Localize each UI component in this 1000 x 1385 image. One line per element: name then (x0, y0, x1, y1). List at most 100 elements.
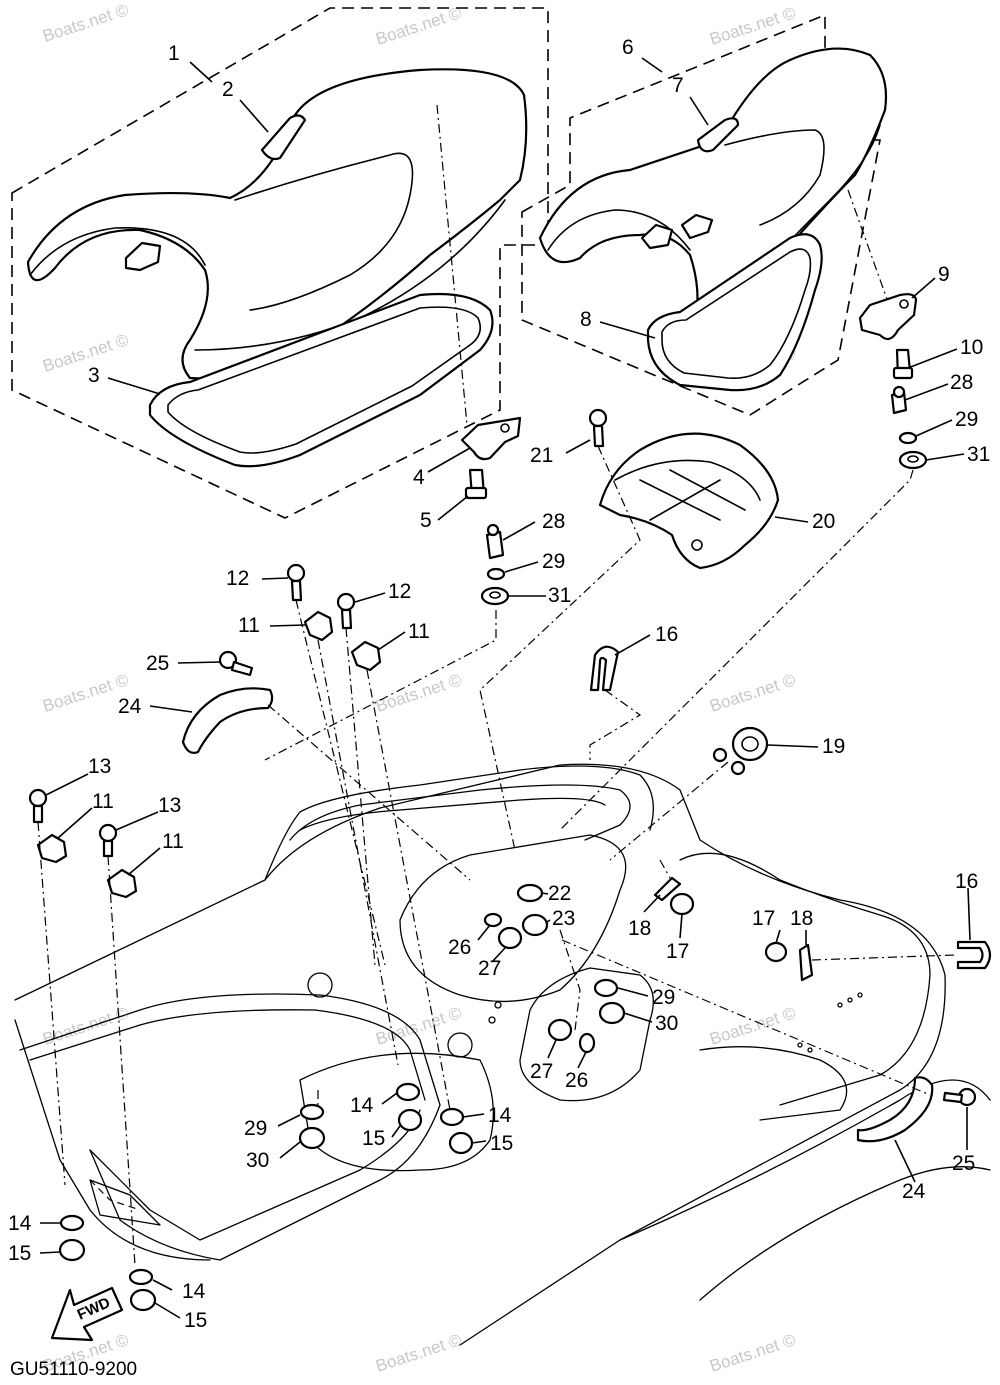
grommet (480, 586, 510, 606)
callout-30: 30 (246, 1149, 269, 1172)
callout-18: 18 (790, 907, 813, 930)
callout-3: 3 (88, 364, 100, 387)
forward-arrow-icon (50, 1286, 124, 1342)
callout-29: 29 (244, 1117, 267, 1140)
bolt (336, 592, 356, 612)
clip (36, 833, 68, 864)
callout-14: 14 (350, 1094, 374, 1117)
seat-tab (124, 241, 162, 272)
washer (516, 883, 544, 903)
callout-30: 30 (655, 1012, 678, 1035)
washer (128, 1268, 154, 1286)
callout-10: 10 (960, 336, 983, 359)
callout-12: 12 (226, 567, 249, 590)
u-bolt (956, 940, 992, 970)
cotter-pin (653, 876, 682, 902)
washer (299, 1103, 325, 1121)
clip (350, 640, 382, 672)
grab-handle (181, 687, 274, 754)
callout-21: 21 (530, 444, 553, 467)
callout-17: 17 (666, 940, 689, 963)
seat-frame (646, 233, 823, 392)
hull-deck (14, 763, 991, 1346)
washer (395, 1082, 421, 1102)
callout-14: 14 (182, 1280, 206, 1303)
callout-24: 24 (902, 1180, 926, 1203)
callout-23: 23 (552, 907, 575, 930)
grommet (898, 450, 928, 470)
seat-bracket (460, 416, 522, 461)
clip (303, 610, 334, 642)
washer (483, 912, 503, 928)
hardware (28, 293, 992, 1312)
stud (485, 530, 505, 560)
callout-15: 15 (362, 1127, 385, 1150)
callout-26: 26 (448, 936, 471, 959)
forward-arrow: FWD (50, 1286, 124, 1342)
callout-27: 27 (530, 1060, 553, 1083)
seat-bracket (858, 293, 918, 341)
nut (521, 913, 549, 937)
washer (593, 978, 619, 998)
u-bolt (589, 645, 620, 692)
callout-25: 25 (146, 652, 169, 675)
callout-29: 29 (542, 550, 565, 573)
screw (588, 408, 608, 428)
watermark: Boats.net © (707, 1330, 798, 1376)
nut (669, 892, 695, 916)
callout-20: 20 (812, 510, 835, 533)
nut (58, 1238, 86, 1262)
callout-11: 11 (238, 614, 260, 637)
watermark: Boats.net © (40, 0, 131, 46)
callout-11: 11 (92, 790, 114, 813)
watermark: Boats.net © (707, 1003, 798, 1049)
seat-handle (696, 117, 740, 153)
callout-16: 16 (955, 870, 978, 893)
callout-7: 7 (672, 74, 684, 97)
clip (106, 868, 138, 899)
callout-4: 4 (413, 466, 425, 489)
callout-14: 14 (8, 1212, 32, 1235)
callout-11: 11 (408, 620, 430, 643)
leader-lines (39, 57, 971, 1319)
callout-31: 31 (967, 443, 990, 466)
callout-24: 24 (118, 695, 142, 718)
callout-25: 25 (952, 1152, 975, 1175)
callout-1: 1 (168, 42, 180, 65)
washer (439, 1107, 465, 1127)
seat-front (26, 68, 528, 380)
seat-tab (640, 223, 674, 250)
diagram-code: GU51110-9200 (10, 1359, 137, 1380)
drain-fitting (731, 726, 769, 762)
group-outline (11, 7, 549, 519)
screw (218, 650, 238, 670)
nut (764, 941, 788, 963)
bolt (28, 788, 48, 808)
nut (397, 1108, 423, 1132)
nut (547, 1018, 573, 1042)
seat-handle (260, 114, 307, 161)
watermark: Boats.net © (40, 330, 131, 376)
seat-tab (680, 213, 714, 240)
watermark: Boats.net © (373, 670, 464, 716)
callouts: 1 2 3 4 5 6 7 8 9 10 28 29 31 28 29 31 2… (8, 36, 990, 1332)
callout-19: 19 (822, 735, 845, 758)
watermark: Boats.net © (707, 3, 798, 49)
nut (448, 1131, 474, 1155)
callout-15: 15 (184, 1309, 207, 1332)
grab-handle (856, 1076, 934, 1143)
callout-31: 31 (548, 584, 571, 607)
callout-27: 27 (478, 957, 501, 980)
washer (898, 431, 918, 445)
washer (578, 1032, 596, 1054)
callout-11: 11 (162, 830, 184, 853)
watermark: Boats.net © (373, 1330, 464, 1376)
watermark: Boats.net © (373, 3, 464, 49)
washer (486, 567, 506, 581)
callout-26: 26 (565, 1069, 588, 1092)
callout-29: 29 (652, 986, 675, 1009)
callout-9: 9 (938, 263, 950, 286)
nut (497, 926, 523, 950)
callout-13: 13 (158, 794, 181, 817)
